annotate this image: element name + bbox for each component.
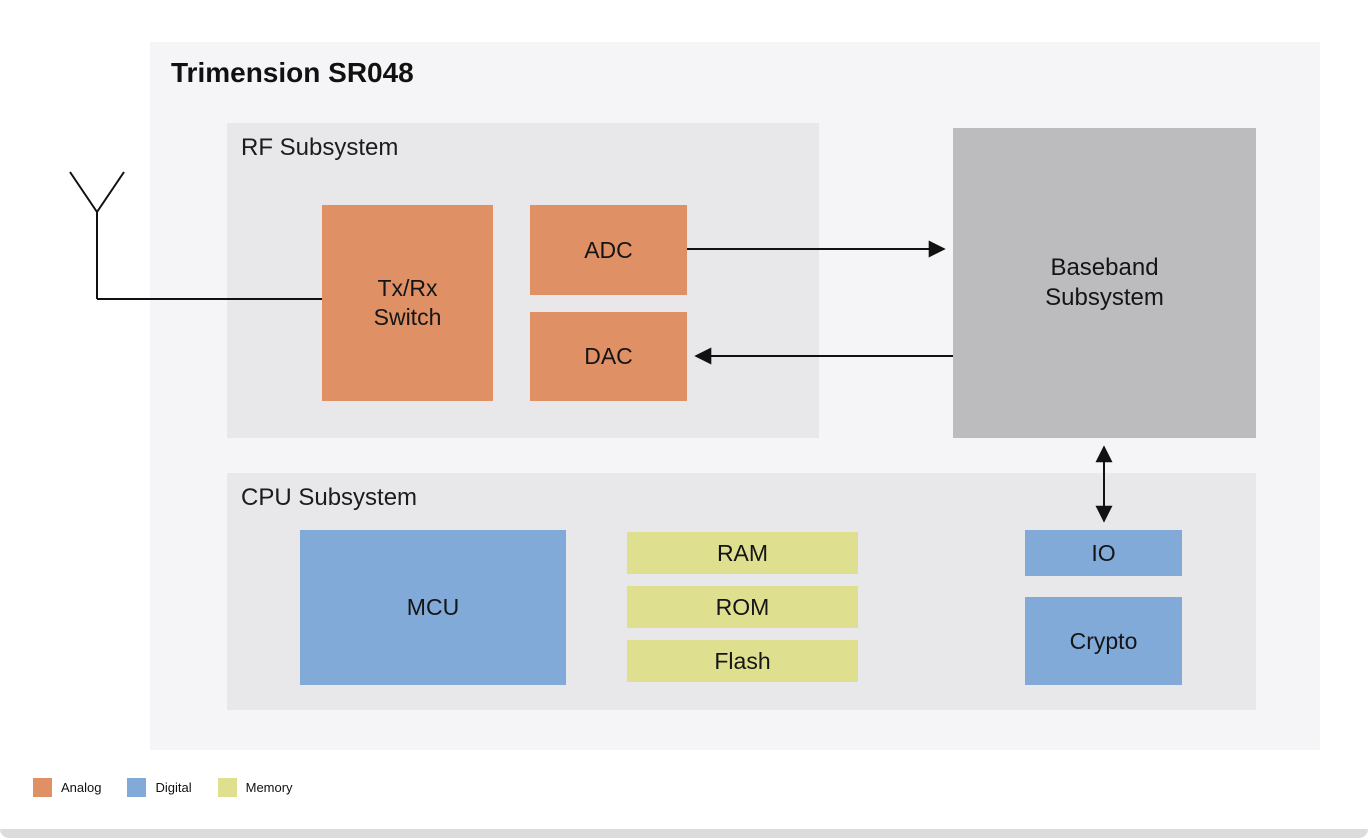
legend-swatch-digital <box>127 778 147 797</box>
node-label: ADC <box>584 236 633 263</box>
node-label: RAM <box>716 539 769 566</box>
cpu-subsystem-label: CPU Subsystem <box>241 484 418 511</box>
legend-item-digital: Digital <box>127 778 192 797</box>
node-crypto: Crypto <box>1025 597 1182 685</box>
node-dac: DAC <box>530 312 687 401</box>
node-io: IO <box>1025 530 1182 576</box>
legend-label: Analog <box>61 780 102 795</box>
node-label: DAC <box>584 343 633 370</box>
node-flash: Flash <box>627 640 858 682</box>
node-adc: ADC <box>530 205 687 295</box>
node-label: Baseband Subsystem <box>1045 254 1164 311</box>
rf-subsystem-group: RF Subsystem <box>227 123 819 438</box>
diagram-title: Trimension SR048 <box>171 57 414 88</box>
node-label: ROM <box>715 593 770 620</box>
node-rom: ROM <box>627 586 858 628</box>
node-label: IO <box>1091 539 1116 566</box>
node-ram: RAM <box>627 532 858 574</box>
node-label: Crypto <box>1069 627 1138 654</box>
legend-item-analog: Analog <box>33 778 101 797</box>
rf-subsystem-label: RF Subsystem <box>241 134 399 161</box>
node-mcu: MCU <box>300 530 566 685</box>
legend-swatch-memory <box>217 778 237 797</box>
node-baseband-subsystem: Baseband Subsystem <box>953 128 1256 438</box>
legend-item-memory: Memory <box>217 778 293 797</box>
legend-label: Digital <box>155 780 192 795</box>
legend: Analog Digital Memory <box>33 778 293 797</box>
node-txrx-switch: Tx/Rx Switch <box>322 205 493 401</box>
node-label: Tx/Rx Switch <box>373 275 442 330</box>
window-bottom-edge <box>0 829 1368 838</box>
legend-swatch-analog <box>33 778 52 797</box>
node-label: Flash <box>714 647 771 674</box>
legend-label: Memory <box>245 780 293 795</box>
node-label: MCU <box>406 594 460 621</box>
